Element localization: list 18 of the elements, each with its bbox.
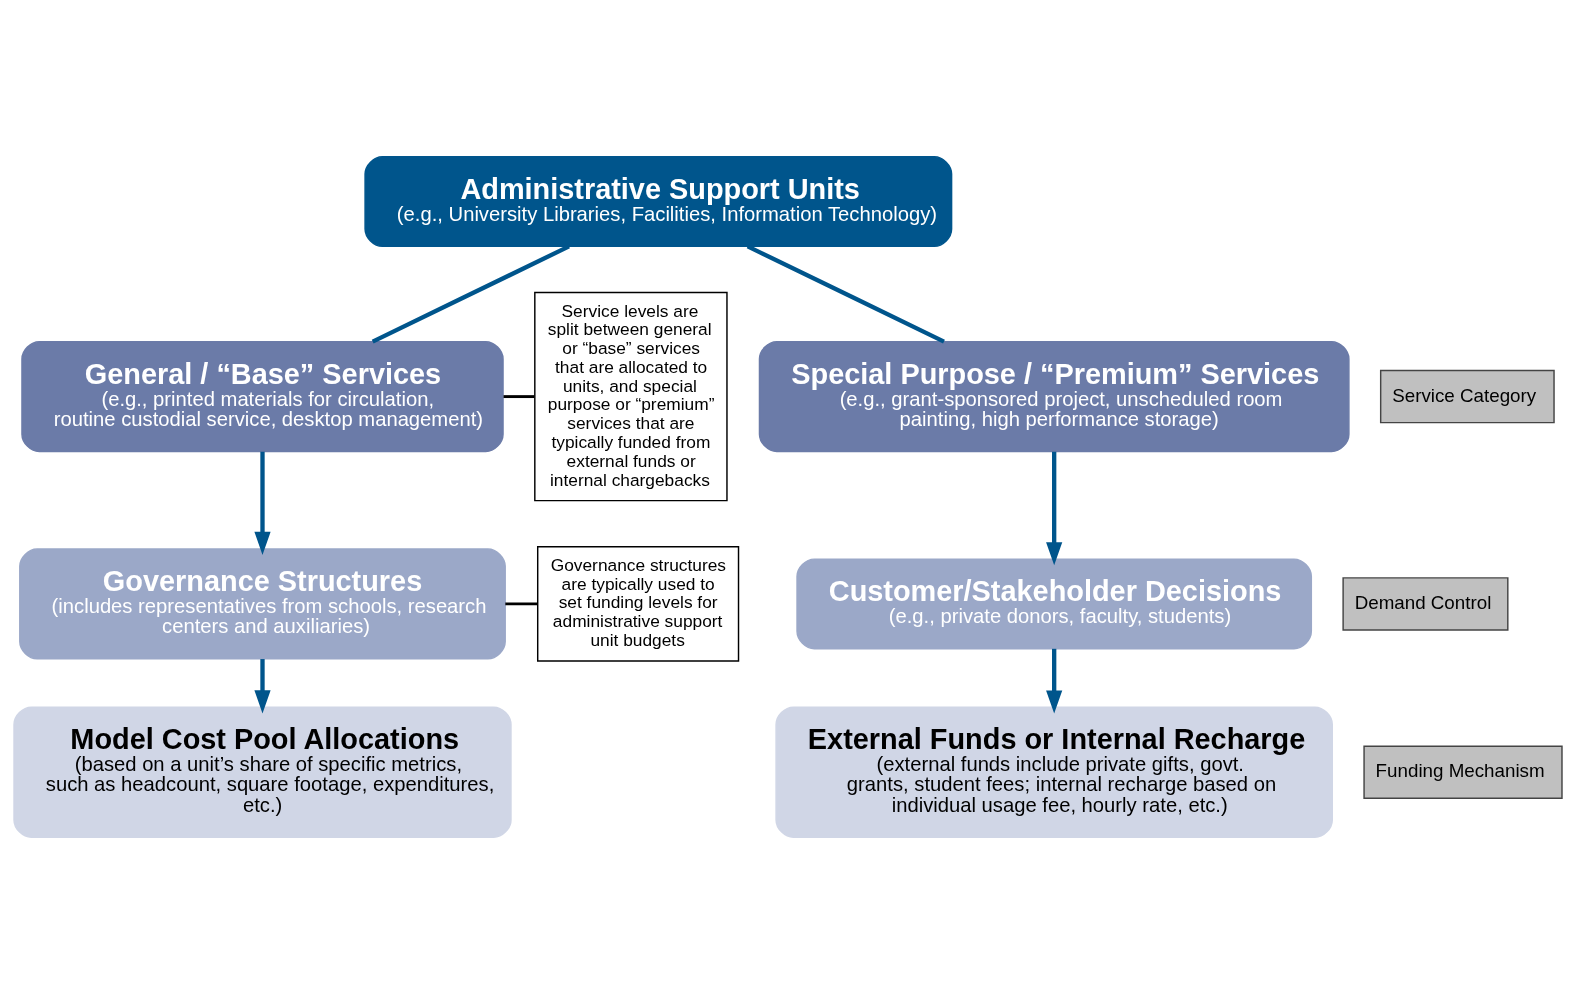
node-box: Customer/Stakeholder Decisions (e.g., private donors, faculty, students) bbox=[796, 557, 1313, 649]
node-box: Funding Mechanism bbox=[1363, 745, 1563, 799]
node-box: Service levels are split between general or “base” services that are allocated to units, and special purpose or “premium” services that are typically funded from external funds or internal chargebacks bbox=[534, 291, 728, 501]
node-box: Demand Control bbox=[1342, 576, 1509, 631]
node-box: Special Purpose / “Premium” Services (e.g., grant-sponsored project, unscheduled room painting, high performance storage) bbox=[758, 340, 1350, 452]
connector bbox=[505, 601, 538, 605]
arrow bbox=[1046, 648, 1063, 714]
node-box: External Funds or Internal Recharge (external funds include private gifts, govt. grants, student fees; internal recharge based on individual usage fee, hourly rate, etc.) bbox=[775, 706, 1333, 838]
arrow bbox=[254, 451, 271, 555]
node-box: Service Category bbox=[1379, 369, 1555, 423]
node-box: Model Cost Pool Allocations (based on a unit’s share of specific metrics, such as headcount, square footage, expenditures, etc.) bbox=[13, 706, 512, 838]
node-box: Governance Structures (includes representatives from schools, research centers and auxiliaries) bbox=[19, 547, 506, 659]
arrow bbox=[1046, 451, 1063, 565]
arrow bbox=[254, 658, 271, 713]
node-box: Governance structures are typically used to set funding levels for administrative support unit budgets bbox=[537, 545, 740, 662]
connector bbox=[503, 394, 535, 398]
node-box: Administrative Support Units (e.g., University Libraries, Facilities, Information Technology) bbox=[364, 155, 953, 247]
node-box: General / “Base” Services (e.g., printed materials for circulation, routine custodial service, desktop management) bbox=[21, 340, 504, 452]
